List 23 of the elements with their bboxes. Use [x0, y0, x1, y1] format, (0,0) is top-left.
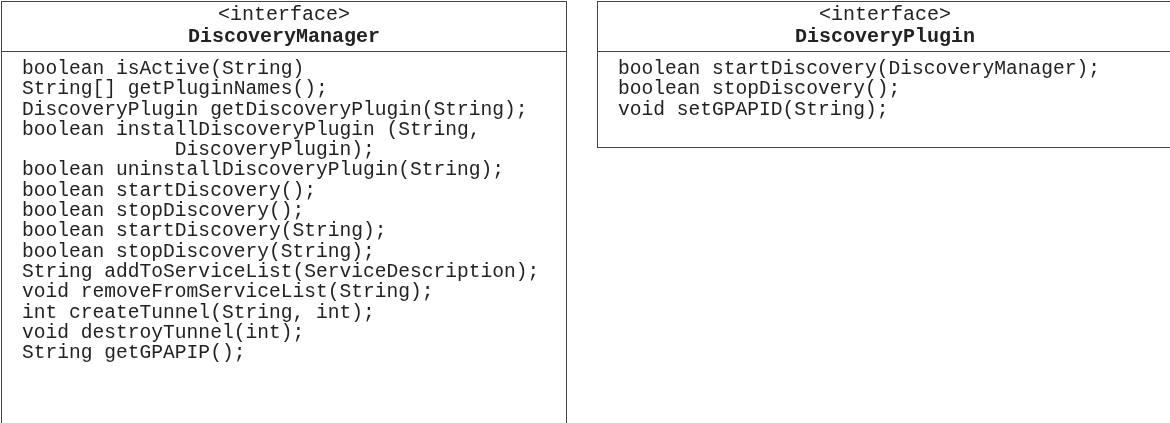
method-signature: boolean uninstallDiscoveryPlugin(String); [22, 160, 506, 181]
method-signature: int createTunnel(String, int); [22, 302, 376, 323]
stereotype-label: <interface> [819, 2, 951, 26]
method-signature: boolean stopDiscovery(); [22, 201, 305, 222]
class-box [1, 1, 567, 423]
method-signature: boolean startDiscovery(); [22, 180, 317, 202]
method-signature: DiscoveryPlugin getDiscoveryPlugin(String); [22, 99, 528, 120]
method-signature: void removeFromServiceList(String); [22, 282, 434, 303]
method-signature: String getGPAPIP(); [22, 343, 246, 364]
method-signature: boolean startDiscovery(String); [22, 221, 388, 242]
method-signature: void setGPAPID(String); [618, 99, 890, 120]
method-signature: String[] getPluginNames(); [22, 79, 328, 100]
method-signature: boolean startDiscovery(DiscoveryManager); [618, 59, 1102, 80]
method-signature: boolean installDiscoveryPlugin (String, DiscoveryPlugin); [22, 119, 481, 161]
method-signature: void destroyTunnel(int); [22, 322, 306, 344]
stereotype-label: <interface> [218, 2, 350, 26]
method-signature: boolean isActive(String) [22, 59, 305, 80]
method-signature: boolean stopDiscovery(String); [22, 241, 375, 262]
class-box [597, 1, 1170, 148]
class-name: DiscoveryManager [188, 26, 380, 48]
class-name: DiscoveryPlugin [795, 26, 975, 48]
method-signature: String addToServiceList(ServiceDescription); [22, 261, 541, 283]
method-signature: boolean stopDiscovery(); [618, 79, 901, 100]
